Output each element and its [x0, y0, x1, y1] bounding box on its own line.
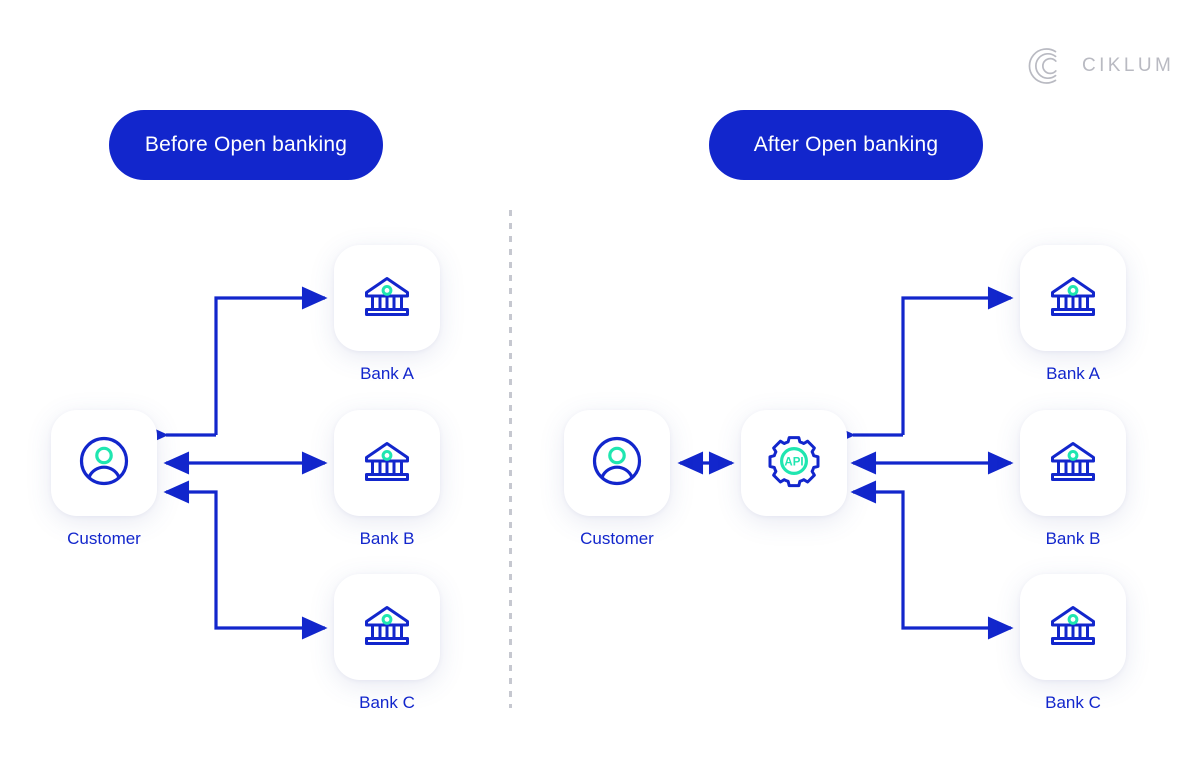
node-label: Bank C [359, 693, 415, 712]
bank-building-icon [1047, 270, 1099, 327]
node-label: Bank B [1045, 529, 1101, 548]
customer-avatar-icon [591, 435, 643, 492]
api-gear-icon: API [767, 434, 821, 493]
node-left-customer[interactable]: Customer [51, 410, 157, 549]
wire-left-customer-bankC [163, 480, 328, 640]
node-label: Bank A [1046, 364, 1100, 383]
bank-building-icon [361, 599, 413, 656]
section-title-after: After Open banking [709, 110, 983, 180]
node-left-bank-a[interactable]: Bank A [334, 245, 440, 384]
node-label: Customer [580, 529, 654, 548]
node-right-bank-c[interactable]: Bank C [1020, 574, 1126, 713]
node-right-bank-b[interactable]: Bank B [1020, 410, 1126, 549]
node-card[interactable] [334, 245, 440, 351]
node-label: Customer [67, 529, 141, 548]
node-card[interactable] [1020, 245, 1126, 351]
bank-building-icon [361, 435, 413, 492]
node-card[interactable] [334, 574, 440, 680]
section-title-before: Before Open banking [109, 110, 383, 180]
node-card[interactable] [1020, 574, 1126, 680]
node-right-customer[interactable]: Customer [564, 410, 670, 549]
customer-avatar-icon [78, 435, 130, 492]
node-card[interactable] [51, 410, 157, 516]
node-card[interactable]: API [741, 410, 847, 516]
node-right-api[interactable]: API [741, 410, 847, 516]
api-gear-label: API [784, 456, 803, 468]
brand-logo-text: CIKLUM [1082, 55, 1175, 76]
node-card[interactable] [334, 410, 440, 516]
section-divider [509, 210, 512, 708]
bank-building-icon [1047, 599, 1099, 656]
bank-building-icon [1047, 435, 1099, 492]
ciklum-logo-icon [1028, 46, 1068, 86]
node-card[interactable] [1020, 410, 1126, 516]
node-right-bank-a[interactable]: Bank A [1020, 245, 1126, 384]
wire-right-api-bankC [850, 480, 1014, 640]
node-left-bank-c[interactable]: Bank C [334, 574, 440, 713]
node-label: Bank A [360, 364, 414, 383]
wire-left-customer-to-bankA [214, 286, 328, 435]
node-card[interactable] [564, 410, 670, 516]
node-label: Bank B [359, 529, 415, 548]
wire-right-api-to-bankA [901, 286, 1014, 435]
bank-building-icon [361, 270, 413, 327]
brand-logo: CIKLUM [1028, 46, 1174, 86]
node-label: Bank C [1045, 693, 1101, 712]
node-left-bank-b[interactable]: Bank B [334, 410, 440, 549]
